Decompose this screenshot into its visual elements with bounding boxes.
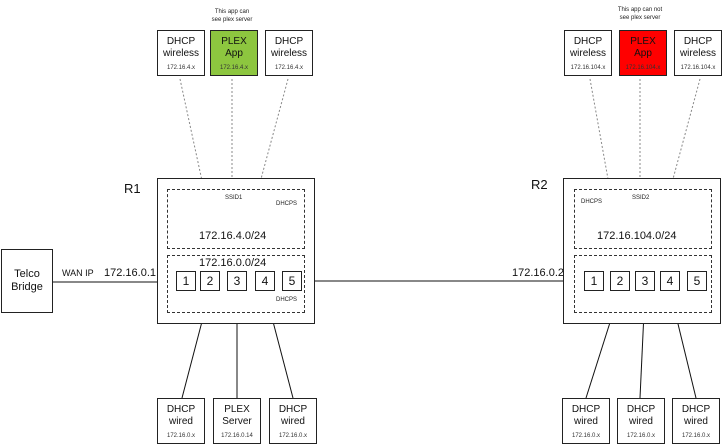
wireless-client: DHCP wireless 172.16.4.x <box>157 30 205 76</box>
router-port: 1 <box>584 271 604 291</box>
plex-app-ok: PLEX App 172.16.4.x <box>210 30 258 76</box>
plex-server: PLEX Server 172.16.0.14 <box>213 398 261 444</box>
wireless-link <box>179 78 205 191</box>
dhcp-server-label: DHCPS <box>276 201 298 207</box>
wifi-zone <box>574 189 712 249</box>
wired-client: DHCP wired 172.16.0.x <box>672 398 720 444</box>
router-port: 5 <box>282 271 302 291</box>
wired-client: DHCP wired 172.16.0.x <box>269 398 317 444</box>
wifi-subnet: 172.16.4.0/24 <box>199 230 267 242</box>
r2-wan-ip: 172.16.0.2 <box>512 267 564 279</box>
router-port: 4 <box>255 271 275 291</box>
router-port: 3 <box>227 271 247 291</box>
lan-subnet: 172.16.0.0/24 <box>199 257 267 269</box>
wan-ip: 172.16.0.1 <box>104 267 156 279</box>
wireless-link <box>257 78 289 191</box>
router-r1 <box>157 178 315 324</box>
wired-client: DHCP wired 172.16.0.x <box>617 398 665 444</box>
router-port: 3 <box>635 271 655 291</box>
wifi-zone <box>167 189 305 249</box>
wireless-link <box>589 78 611 191</box>
router-name: R2 <box>531 177 548 192</box>
dhcp-server-label: DHCPS <box>276 297 298 303</box>
lan-zone <box>167 255 305 313</box>
note-right: This app can not see plex server <box>617 7 663 21</box>
telco-bridge: Telco Bridge <box>1 249 53 313</box>
wireless-client: DHCP wireless 172.16.104.x <box>674 30 722 76</box>
wireless-client: DHCP wireless 172.16.104.x <box>564 30 612 76</box>
router-port: 1 <box>176 271 196 291</box>
router-port: 4 <box>660 271 680 291</box>
router-port: 5 <box>687 271 707 291</box>
wireless-client: DHCP wireless 172.16.4.x <box>265 30 313 76</box>
router-name: R1 <box>124 181 141 196</box>
note-left: This app can see plex server <box>211 9 253 23</box>
dhcp-server-label: DHCPS <box>581 199 603 205</box>
lan-zone <box>574 255 712 313</box>
wired-client: DHCP wired 172.16.0.x <box>157 398 205 444</box>
router-port: 2 <box>200 271 220 291</box>
router-port: 2 <box>610 271 630 291</box>
wan-label: WAN IP <box>62 268 94 278</box>
ssid-label: SSID1 <box>225 195 243 201</box>
router-r2 <box>563 178 721 324</box>
wireless-link <box>669 78 701 191</box>
plex-app-blocked: PLEX App 172.16.104.x <box>619 30 667 76</box>
wired-client: DHCP wired 172.16.0.x <box>562 398 610 444</box>
wifi-subnet: 172.16.104.0/24 <box>597 230 677 242</box>
ssid-label: SSID2 <box>632 195 650 201</box>
